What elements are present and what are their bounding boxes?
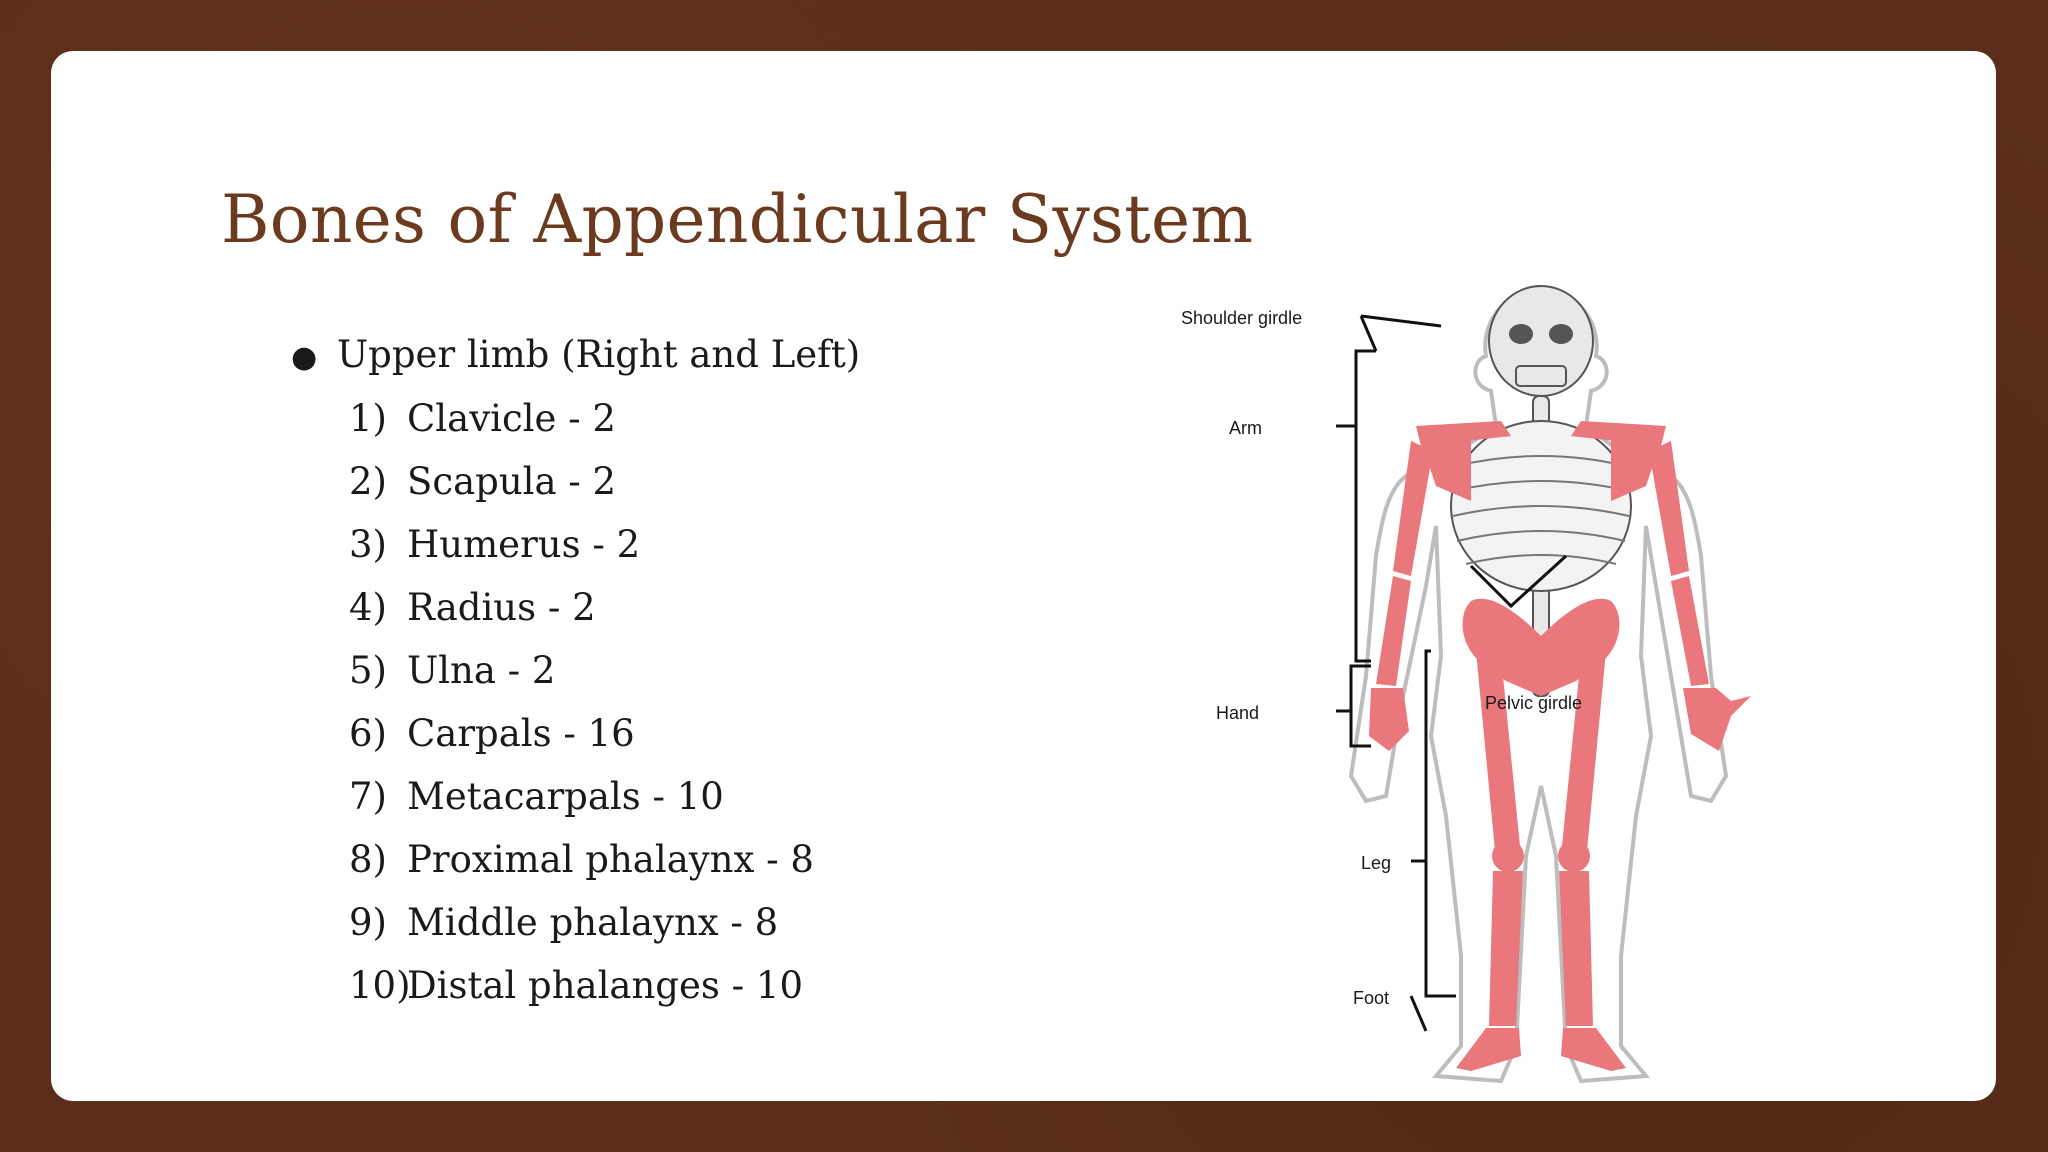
list-item: 5) Ulna - 2: [291, 649, 860, 712]
skeleton-illustration: Shoulder girdle Arm Hand Pelvic girdle L…: [1181, 285, 1751, 1084]
item-number: 2): [349, 460, 387, 503]
list-item: 9) Middle phalaynx - 8: [291, 901, 860, 964]
eye-socket-left: [1509, 324, 1533, 344]
label-hand: Hand: [1216, 703, 1259, 723]
item-number: 7): [349, 775, 387, 818]
item-number: 5): [349, 649, 387, 692]
item-number: 8): [349, 838, 387, 881]
list-item: 3) Humerus - 2: [291, 523, 860, 586]
hand-left: [1683, 688, 1751, 751]
list-item: 8) Proximal phalaynx - 8: [291, 838, 860, 901]
item-text: Carpals - 16: [407, 712, 635, 755]
item-text: Distal phalanges - 10: [407, 964, 803, 1007]
item-text: Radius - 2: [407, 586, 596, 629]
bone-list: 1) Clavicle - 2 2) Scapula - 2 3) Humerus -…: [291, 397, 860, 1027]
tibia-right: [1489, 871, 1523, 1026]
list-item: 10)Distal phalanges - 10: [291, 964, 860, 1027]
item-text: Clavicle - 2: [407, 397, 616, 440]
item-number: 1): [349, 397, 387, 440]
item-text: Metacarpals - 10: [407, 775, 724, 818]
forearm-right: [1376, 576, 1411, 686]
item-number: 10): [349, 964, 411, 1007]
jaw: [1515, 365, 1567, 387]
femur-left: [1561, 651, 1606, 861]
tibia-left: [1559, 871, 1593, 1026]
item-number: 9): [349, 901, 387, 944]
list-item: 2) Scapula - 2: [291, 460, 860, 523]
humerus-left: [1649, 441, 1689, 576]
humerus-right: [1393, 441, 1433, 576]
label-shoulder-girdle: Shoulder girdle: [1181, 308, 1302, 328]
label-foot: Foot: [1353, 988, 1389, 1008]
bullet-upper-limb: ● Upper limb (Right and Left): [291, 333, 860, 397]
foot-left: [1561, 1028, 1626, 1071]
list-item: 4) Radius - 2: [291, 586, 860, 649]
item-number: 4): [349, 586, 387, 629]
patella-right: [1492, 840, 1524, 872]
eye-socket-right: [1549, 324, 1573, 344]
femur-right: [1476, 651, 1521, 861]
item-text: Scapula - 2: [407, 460, 617, 503]
list-item: 7) Metacarpals - 10: [291, 775, 860, 838]
item-text: Ulna - 2: [407, 649, 556, 692]
hand-right: [1369, 688, 1409, 751]
item-number: 3): [349, 523, 387, 566]
item-text: Middle phalaynx - 8: [407, 901, 779, 944]
item-text: Humerus - 2: [407, 523, 641, 566]
forearm-left: [1671, 576, 1709, 686]
scapula-right: [1421, 436, 1471, 501]
list-item: 6) Carpals - 16: [291, 712, 860, 775]
item-number: 6): [349, 712, 387, 755]
label-pelvic-girdle: Pelvic girdle: [1485, 693, 1582, 713]
foot-right: [1456, 1028, 1521, 1071]
slide-card: Bones of Appendicular System ● Upper lim…: [51, 51, 1996, 1101]
list-item: 1) Clavicle - 2: [291, 397, 860, 460]
label-lines: [1336, 314, 1568, 1032]
label-arm: Arm: [1229, 418, 1262, 438]
ribs: [1452, 455, 1630, 565]
skeleton-diagram: Shoulder girdle Arm Hand Pelvic girdle L…: [1171, 256, 1911, 1096]
patella-left: [1558, 840, 1590, 872]
label-leg: Leg: [1361, 853, 1391, 873]
item-text: Proximal phalaynx - 8: [407, 838, 814, 881]
bullet-content: ● Upper limb (Right and Left) 1) Clavicle…: [291, 333, 860, 1027]
slide-title: Bones of Appendicular System: [221, 181, 1254, 258]
bullet-label: Upper limb (Right and Left): [337, 333, 861, 376]
scapula-left: [1611, 436, 1661, 501]
bullet-icon: ●: [291, 340, 318, 375]
